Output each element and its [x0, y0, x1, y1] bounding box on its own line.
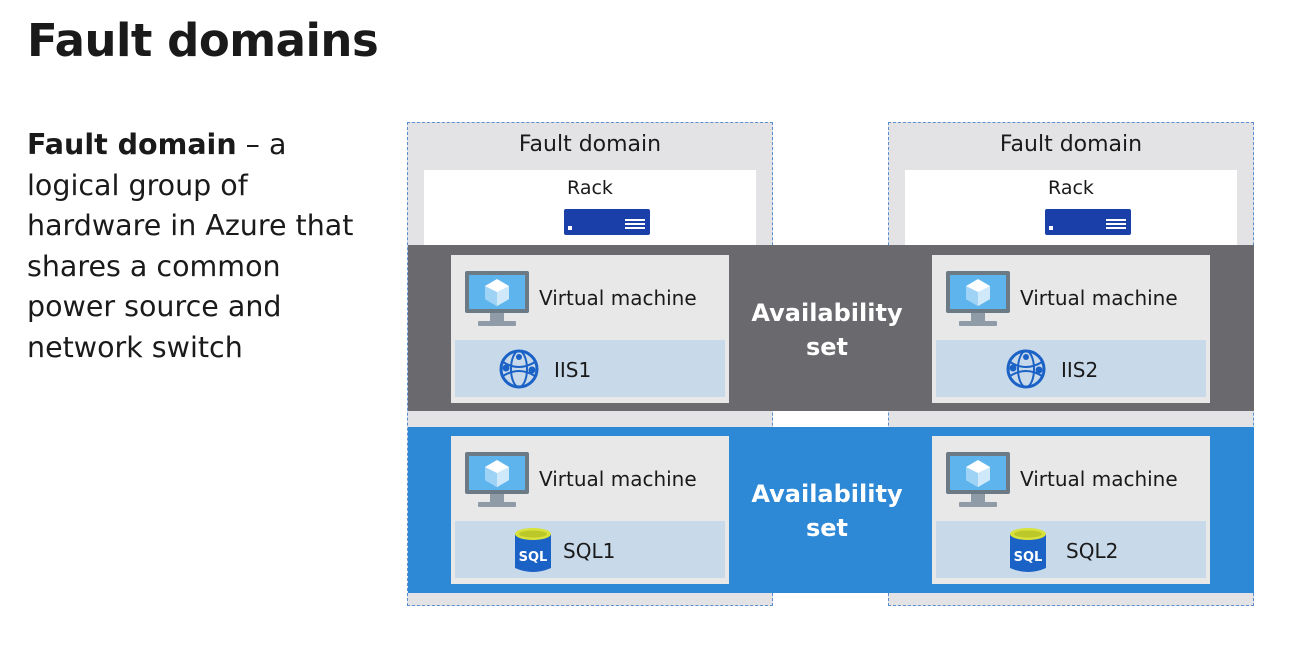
vm-service-panel: SQL SQL2: [936, 521, 1206, 578]
virtual-machine-icon: [946, 452, 1010, 507]
rack-label: Rack: [567, 177, 613, 199]
vm-card-iis2: Virtual machine IIS2: [932, 255, 1210, 403]
fault-domain-label: Fault domain: [518, 132, 662, 157]
vm-label: Virtual machine: [539, 286, 697, 310]
vm-service-panel: IIS2: [936, 340, 1206, 397]
vm-card-sql2: Virtual machine SQL SQL2: [932, 436, 1210, 584]
description-text: – a logical group of hardware in Azure t…: [27, 128, 354, 364]
sql-database-icon: SQL: [1010, 528, 1046, 572]
sql-icon-text: SQL: [1014, 550, 1043, 565]
vm-label: Virtual machine: [539, 467, 697, 491]
vm-label: Virtual machine: [1020, 467, 1178, 491]
availability-set-label-2: Availability set: [751, 480, 903, 542]
vm-service-panel: IIS1: [455, 340, 725, 397]
virtual-machine-icon: [465, 271, 529, 326]
sql-icon-text: SQL: [519, 550, 548, 565]
iis-globe-icon: [1006, 349, 1046, 389]
vm-card-sql1: Virtual machine SQL SQL1: [451, 436, 729, 584]
service-label: IIS1: [554, 358, 592, 382]
rack-server-icon: [1045, 209, 1131, 235]
service-label: SQL1: [563, 539, 616, 563]
vm-label: Virtual machine: [1020, 286, 1178, 310]
vm-card-iis1: Virtual machine IIS1: [451, 255, 729, 403]
rack-label: Rack: [1048, 177, 1094, 199]
virtual-machine-icon: [946, 271, 1010, 326]
service-label: SQL2: [1066, 539, 1119, 563]
rack-panel: Rack: [905, 170, 1237, 250]
availability-set-label-1: Availability set: [751, 299, 903, 361]
vm-service-panel: SQL SQL1: [455, 521, 725, 578]
service-label: IIS2: [1061, 358, 1099, 382]
sql-database-icon: SQL: [515, 528, 551, 572]
fault-domain-description: Fault domain – a logical group of hardwa…: [27, 125, 377, 368]
page-title: Fault domains: [27, 14, 379, 67]
iis-globe-icon: [499, 349, 539, 389]
rack-server-icon: [564, 209, 650, 235]
virtual-machine-icon: [465, 452, 529, 507]
fault-domain-label: Fault domain: [999, 132, 1143, 157]
description-term: Fault domain: [27, 128, 237, 161]
rack-panel: Rack: [424, 170, 756, 250]
